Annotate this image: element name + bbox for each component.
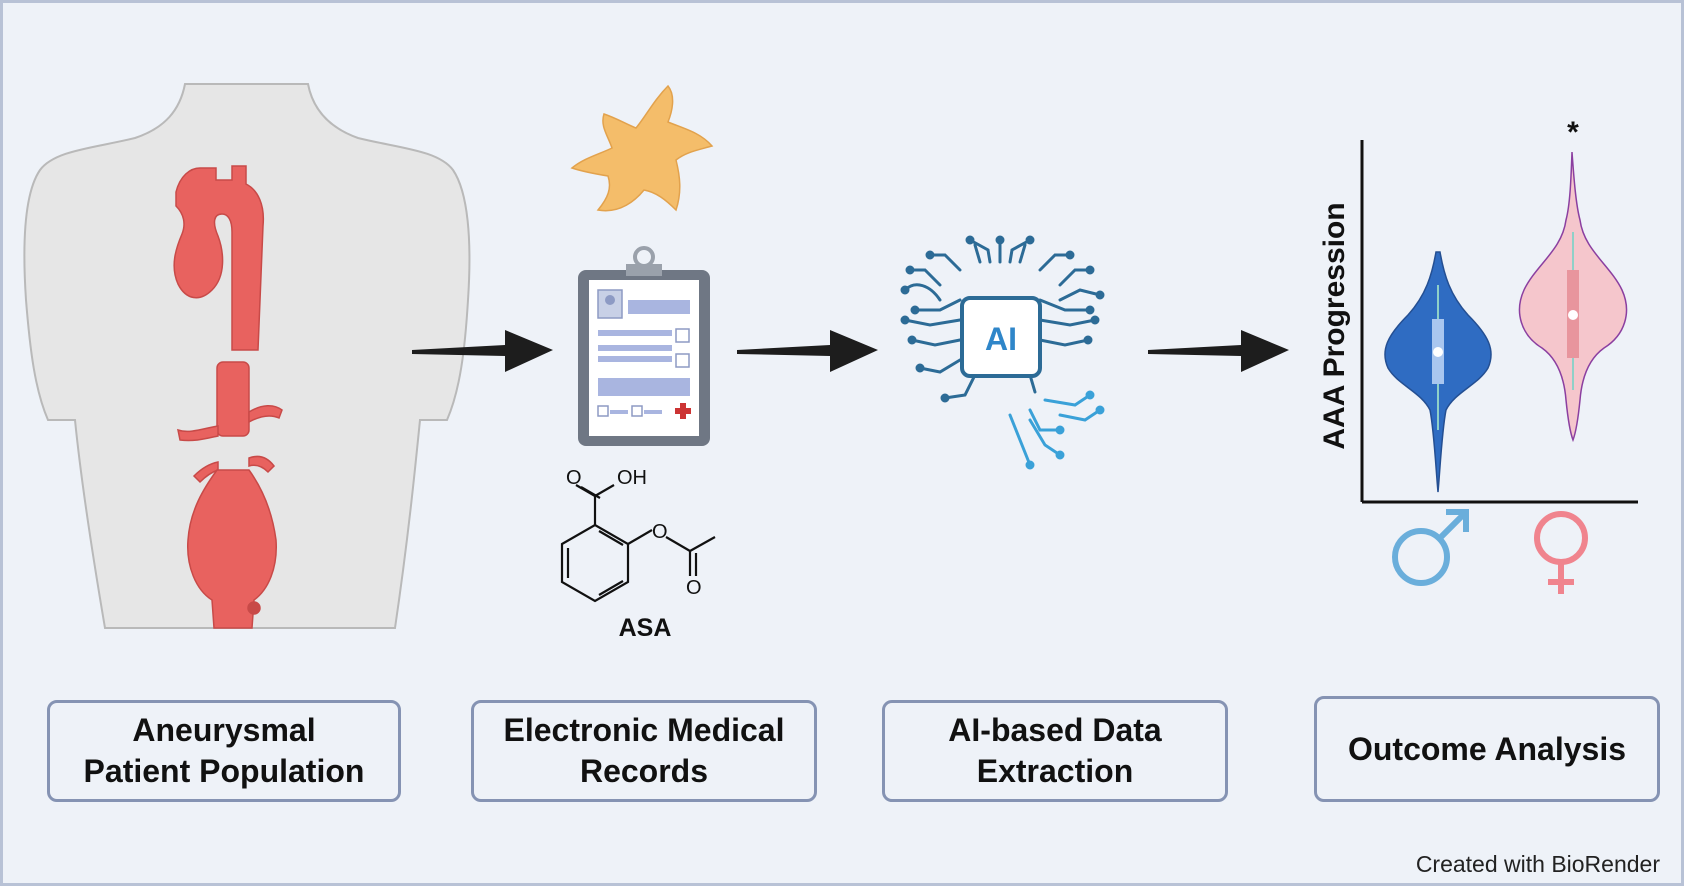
aspirin-molecule-icon: [560, 484, 716, 603]
significance-asterisk: *: [1567, 116, 1579, 149]
medical-record-clipboard-icon: [578, 246, 710, 446]
step-4-line-1: Outcome Analysis: [1347, 730, 1626, 767]
male-symbol-icon: [1392, 509, 1469, 586]
arrow-1-icon: [412, 330, 553, 372]
platelet-cell-icon: [570, 84, 714, 212]
acetyl-oxygen-label: O: [686, 577, 702, 599]
step-box-patient-population: Aneurysmal Patient Population: [47, 700, 401, 802]
step-2-line-2: Records: [579, 753, 709, 789]
step-box-data-extraction: AI-based Data Extraction: [882, 700, 1228, 802]
ester-oxygen-label: O: [652, 521, 668, 543]
step-3-line-2: Extraction: [976, 753, 1134, 789]
arrow-2-icon: [737, 330, 878, 372]
step-3-line-1: AI-based Data: [948, 712, 1162, 748]
step-1-line-2: Patient Population: [83, 753, 365, 789]
female-symbol-icon: [1534, 511, 1588, 594]
violin-chart: [1360, 140, 1638, 594]
step-2-line-1: Electronic Medical: [503, 712, 785, 748]
chart-y-axis-label: AAA Progression: [1318, 202, 1351, 450]
female-violin: [1518, 151, 1628, 443]
step-1-line-1: Aneurysmal: [132, 712, 316, 748]
aorta-icon: [173, 165, 283, 629]
ai-chip-label: AI: [985, 321, 1017, 357]
carbonyl-oxygen-label: O: [566, 467, 582, 489]
ai-brain-circuit-icon: [900, 235, 1105, 470]
arrow-3-icon: [1148, 330, 1289, 372]
step-box-outcome-analysis: Outcome Analysis: [1314, 696, 1660, 802]
asa-label: ASA: [618, 614, 672, 642]
hydroxyl-label: OH: [617, 467, 647, 489]
male-violin: [1384, 251, 1492, 493]
step-box-medical-records: Electronic Medical Records: [471, 700, 817, 802]
biorender-credit: Created with BioRender: [1415, 851, 1660, 877]
